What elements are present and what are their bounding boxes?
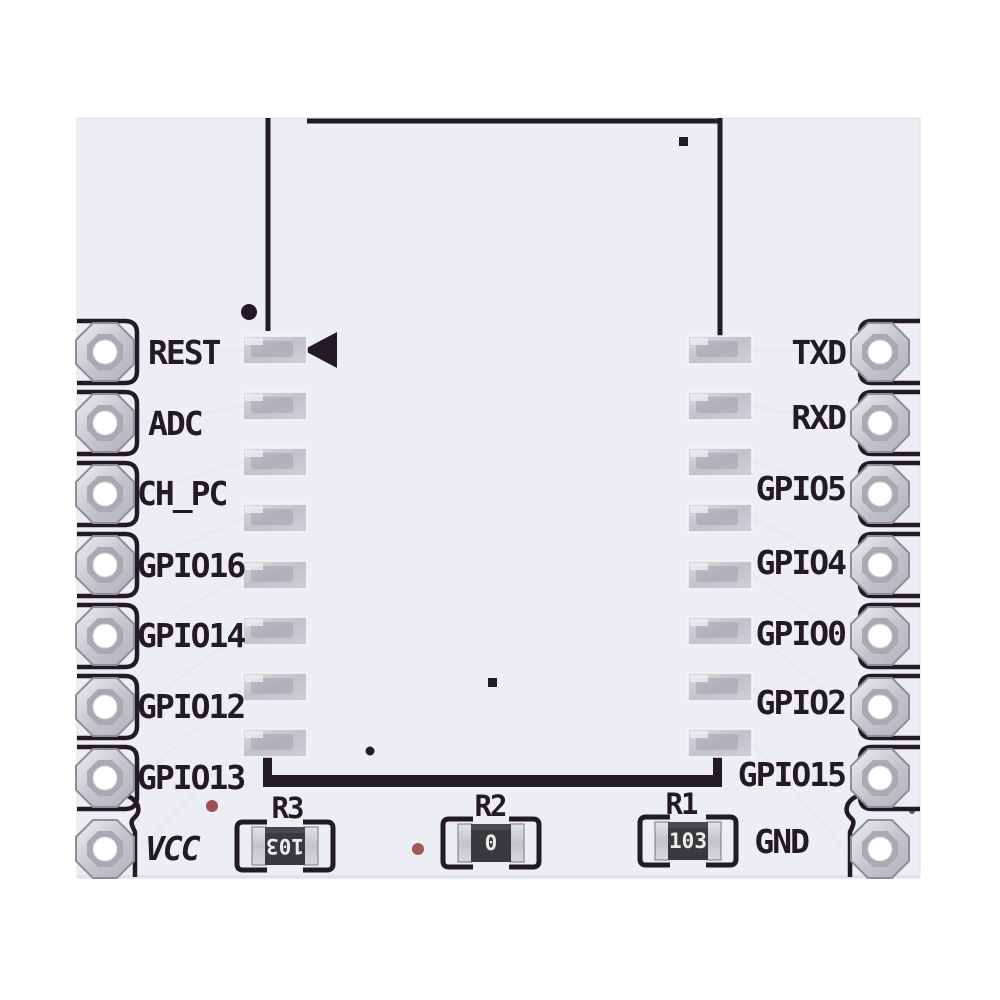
through-hole (850, 748, 910, 808)
module-outline-bottom (263, 775, 722, 787)
left-header-silk-outlines (77, 321, 141, 877)
right-pin-labels: TXD RXD GPIO5 GPIO4 GPIO0 GPIO2 GPIO15 G… (738, 333, 848, 861)
smd-pad (687, 447, 753, 477)
left-vcc-brace (126, 793, 141, 877)
smd-pad (242, 447, 308, 477)
pin-label-gpio0: GPIO0 (756, 614, 845, 653)
through-hole (75, 677, 135, 737)
pin-label-ch-pc: CH_PC (137, 474, 226, 513)
through-hole (75, 535, 135, 595)
resistor-cap (706, 821, 722, 861)
resistor-silk-bracket (637, 814, 670, 868)
resistor-value: 103 (669, 829, 707, 853)
via-red-left (206, 800, 218, 812)
resistor-value: 0 (485, 831, 498, 855)
faint-traces (138, 348, 847, 851)
resistor-cap (303, 826, 319, 866)
module-outline (263, 118, 723, 787)
smd-pad (687, 672, 753, 702)
via-red-middle (412, 843, 424, 855)
resistor-value: 103 (266, 834, 304, 858)
resistor-silk-bracket (234, 819, 267, 873)
right-gnd-brace (844, 793, 859, 877)
smd-pad (242, 728, 308, 758)
smd-pad (242, 560, 308, 590)
through-hole (850, 819, 910, 879)
through-hole (75, 464, 135, 524)
through-hole (75, 393, 135, 453)
smd-pad (687, 728, 753, 758)
through-hole (75, 819, 135, 879)
pin-label-gnd: GND (754, 822, 809, 861)
through-hole (850, 393, 910, 453)
smd-pad (242, 391, 308, 421)
pin-label-rxd: RXD (791, 398, 846, 437)
resistor-ref-r1: R1 (666, 787, 698, 821)
pin-label-txd: TXD (791, 333, 846, 372)
pin-label-gpio15: GPIO15 (738, 755, 845, 794)
pin-label-gpio16: GPIO16 (137, 546, 245, 585)
smd-pad (687, 503, 753, 533)
resistor-silk-bracket (303, 819, 336, 873)
pin-label-gpio12: GPIO12 (137, 687, 244, 726)
resistor-ref-r3: R3 (272, 791, 303, 825)
fiducial-square-top (679, 137, 688, 146)
pin-label-rest: REST (148, 333, 221, 372)
resistor-body (471, 824, 511, 862)
pin1-dot (241, 304, 257, 320)
through-hole (75, 322, 135, 382)
resistor-silk-bracket (706, 814, 739, 868)
pin-label-gpio2: GPIO2 (756, 683, 845, 722)
smd-pad (242, 616, 308, 646)
through-hole (850, 535, 910, 595)
board-bottom-shadow (77, 875, 920, 879)
through-hole (850, 322, 910, 382)
pcb-substrate (76, 117, 921, 878)
pin-label-gpio5: GPIO5 (756, 469, 845, 508)
through-hole (75, 748, 135, 808)
smd-pad (242, 672, 308, 702)
resistor-body (265, 827, 305, 865)
resistor-ref-r2: R2 (475, 789, 506, 823)
through-hole (850, 606, 910, 666)
through-hole (850, 464, 910, 524)
smd-pad (687, 335, 753, 365)
resistor-r1: 103 (637, 814, 739, 868)
resistor-cap (509, 823, 525, 863)
resistor-body (668, 822, 708, 860)
pin-label-gpio13: GPIO13 (137, 758, 244, 797)
pin-label-gpio4: GPIO4 (756, 543, 846, 582)
pin-label-adc: ADC (148, 404, 202, 443)
pin1-arrow-icon (303, 332, 337, 368)
smd-pad (687, 391, 753, 421)
smd-pad (242, 335, 308, 365)
resistor-cap (654, 821, 670, 861)
resistor-r2: 0 (440, 816, 542, 870)
through-hole (75, 606, 135, 666)
resistor-r3: 103 (234, 819, 336, 873)
pin-label-vcc: VCC (145, 829, 201, 868)
resistor-cap (457, 823, 473, 863)
fiducial-square-center (488, 678, 497, 687)
left-pin-labels: REST ADC CH_PC GPIO16 GPIO14 GPIO12 GPIO… (137, 333, 247, 868)
right-header-silk-outlines (844, 321, 920, 877)
fiducial-dot-bottom (365, 746, 375, 756)
smd-pad (242, 503, 308, 533)
smd-pad (687, 560, 753, 590)
smd-pad (687, 616, 753, 646)
resistor-silk-bracket (509, 816, 542, 870)
resistor-cap (251, 826, 267, 866)
pin-label-gpio14: GPIO14 (137, 616, 245, 655)
resistor-silk-bracket (440, 816, 473, 870)
through-hole (850, 677, 910, 737)
